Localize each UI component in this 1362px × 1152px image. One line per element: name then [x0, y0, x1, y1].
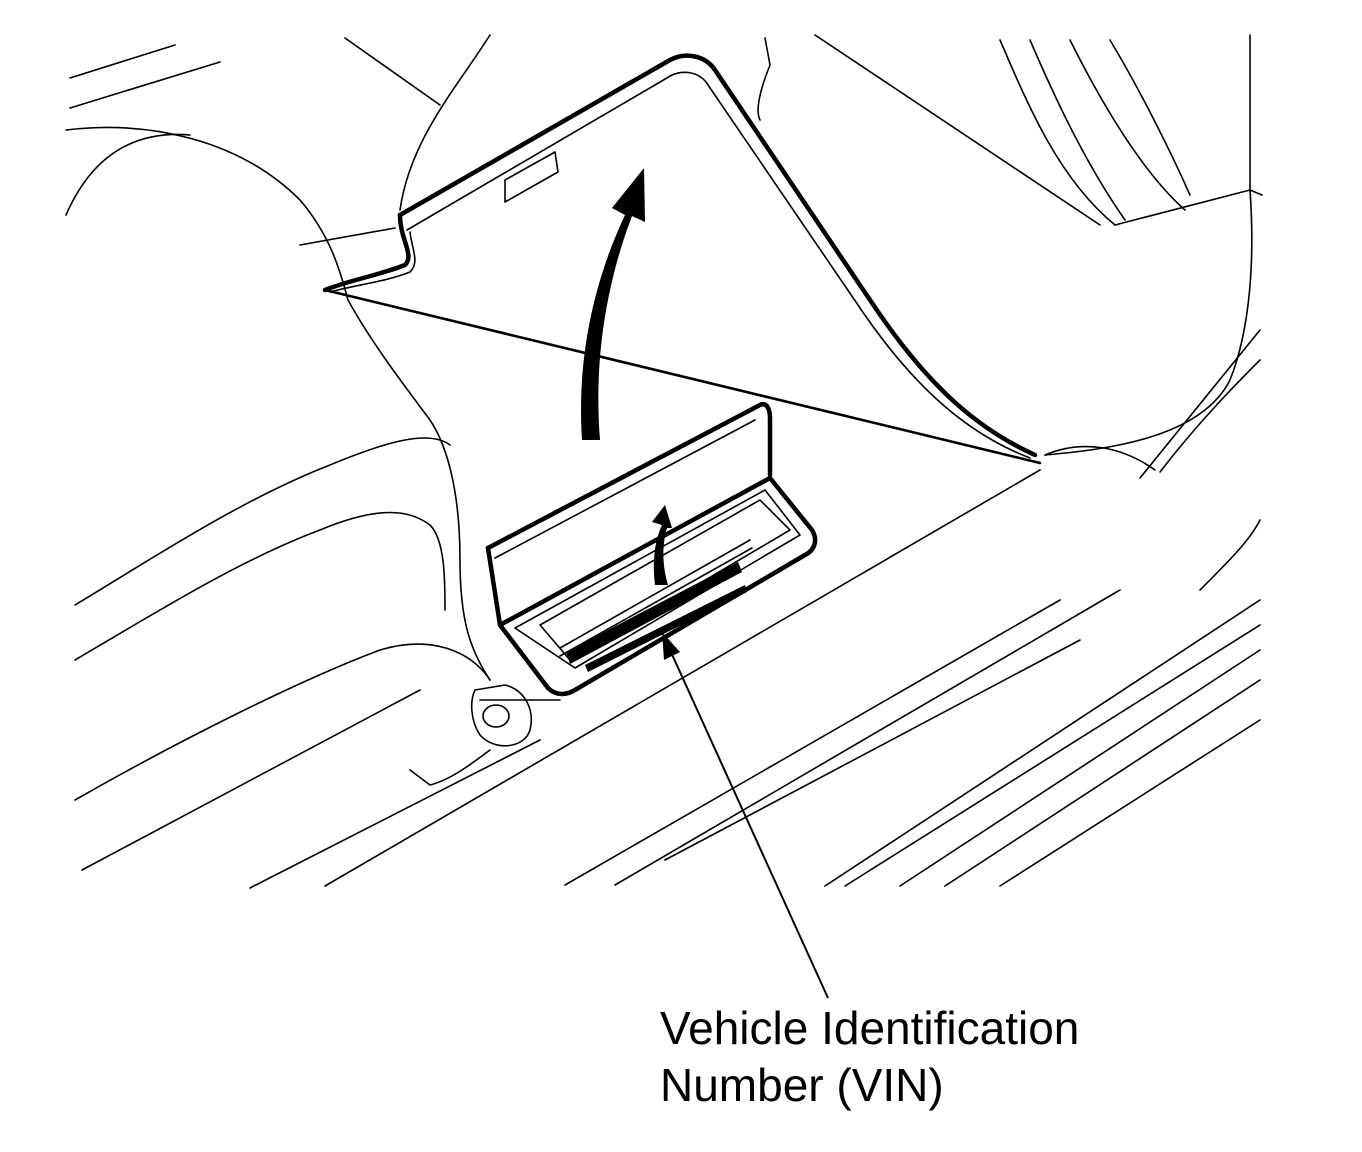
vin-access-cover — [485, 402, 818, 697]
floor-anchor-bolt — [409, 684, 532, 786]
floor-mat-flap — [322, 37, 1042, 465]
vin-callout-line-2: Number (VIN) — [660, 1059, 944, 1111]
vin-plate — [566, 562, 747, 672]
floor-lines — [81, 469, 1121, 889]
vin-callout-label: Vehicle Identification Number (VIN) — [660, 1000, 1079, 1114]
lift-cover-arrow-icon — [652, 505, 672, 585]
vin-leader-line — [662, 632, 829, 999]
front-seat-outline — [65, 34, 491, 801]
lift-mat-arrow-icon — [581, 168, 645, 440]
vin-callout-line-1: Vehicle Identification — [660, 1002, 1080, 1054]
door-sill-lines — [814, 34, 1263, 887]
